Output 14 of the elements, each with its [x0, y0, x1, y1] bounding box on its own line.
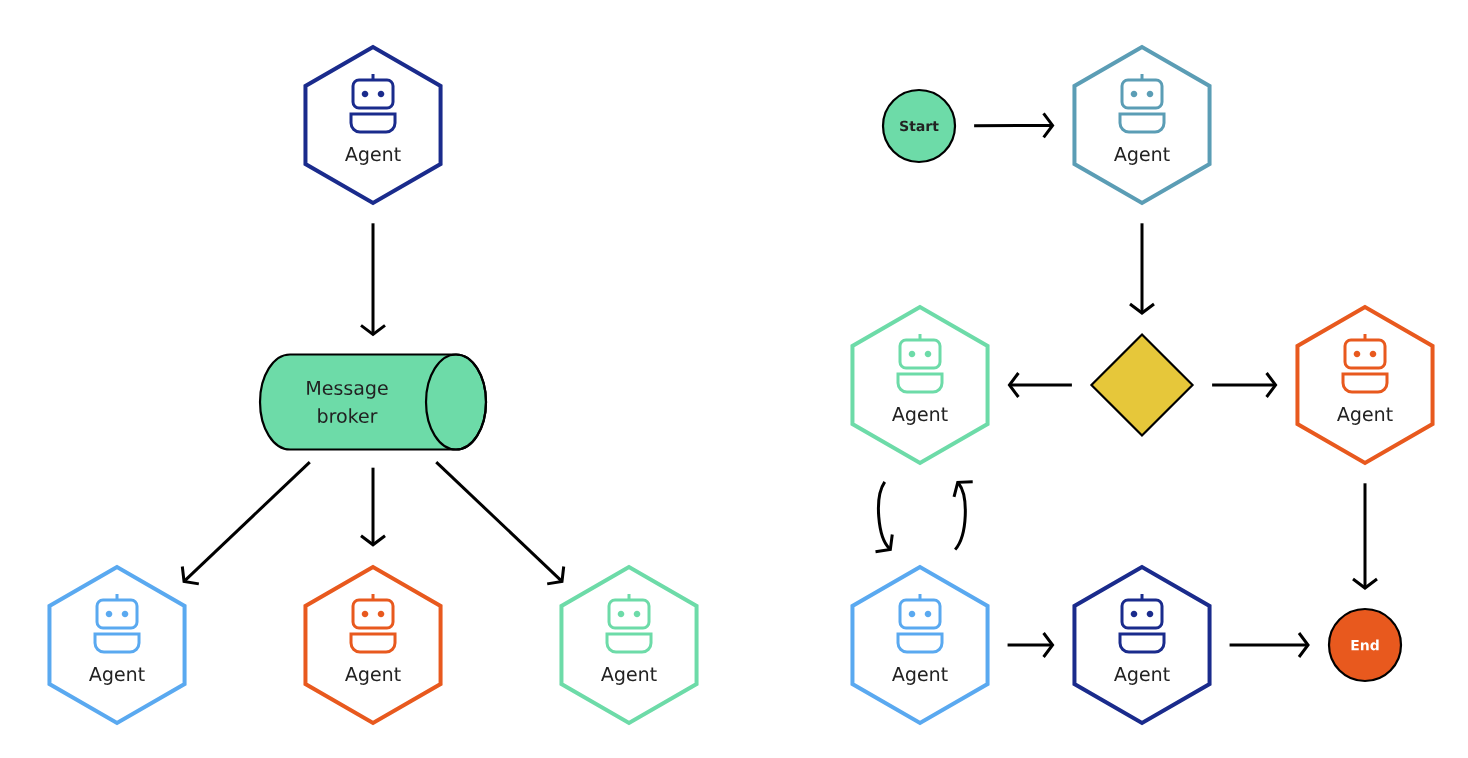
arrow	[360, 467, 386, 547]
arrow	[875, 481, 894, 554]
arrow	[1007, 632, 1055, 658]
arrow	[1212, 372, 1278, 398]
arrow	[360, 223, 386, 337]
arrow	[1129, 223, 1155, 315]
arrow	[1229, 632, 1310, 658]
arrow	[1352, 483, 1378, 590]
arrow	[974, 112, 1055, 139]
message-broker-cylinder: Message broker	[258, 353, 488, 451]
arrow	[435, 461, 566, 586]
arrow	[180, 461, 311, 586]
arrow	[1007, 372, 1072, 398]
arrow	[952, 480, 973, 551]
